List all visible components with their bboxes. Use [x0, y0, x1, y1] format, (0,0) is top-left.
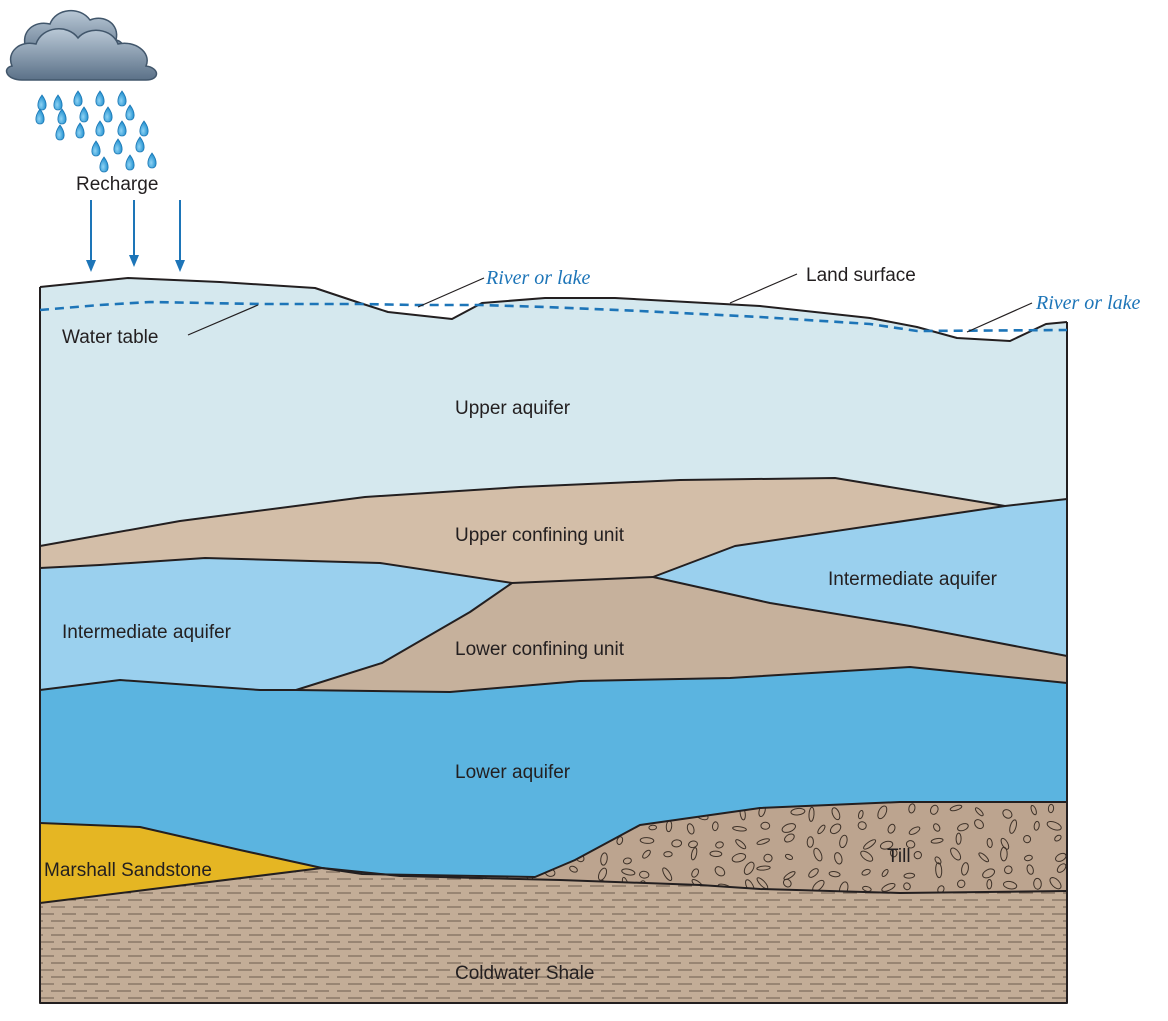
marshall-sandstone-label: Marshall Sandstone — [44, 860, 212, 881]
recharge-label: Recharge — [76, 174, 158, 195]
leader-lines — [187, 273, 1033, 336]
intermediate-aquifer-left-label: Intermediate aquifer — [62, 622, 232, 643]
river-or-lake-label-1: River or lake — [485, 267, 591, 289]
upper-aquifer-layer — [40, 278, 1067, 546]
water-table-line — [39, 300, 1068, 333]
lower-aquifer-label: Lower aquifer — [455, 762, 571, 783]
till-label: Till — [887, 846, 911, 867]
river-or-lake-label-2: River or lake — [1035, 292, 1141, 314]
upper-confining-unit-label: Upper confining unit — [455, 525, 625, 546]
recharge-arrows — [86, 200, 185, 272]
intermediate-aquifer-right-label: Intermediate aquifer — [828, 569, 998, 590]
rain-cloud-icon — [5, 10, 158, 173]
land-surface-label: Land surface — [806, 265, 916, 286]
lower-aquifer-layer — [40, 667, 1067, 877]
section-border — [39, 287, 1068, 1004]
lower-confining-unit-label: Lower confining unit — [455, 639, 625, 660]
layer-boundaries — [39, 277, 1068, 1004]
lower-confining-unit-layer — [296, 577, 1067, 692]
marshall-sandstone-layer — [40, 823, 322, 903]
land-surface-line — [39, 277, 1068, 342]
water-table-label: Water table — [62, 327, 158, 348]
intermediate-aquifer-left-layer — [40, 558, 512, 690]
upper-confining-unit-layer — [40, 478, 1005, 583]
upper-aquifer-label: Upper aquifer — [455, 398, 571, 419]
coldwater-shale-label: Coldwater Shale — [455, 963, 594, 984]
intermediate-aquifer-right-layer — [653, 499, 1067, 656]
